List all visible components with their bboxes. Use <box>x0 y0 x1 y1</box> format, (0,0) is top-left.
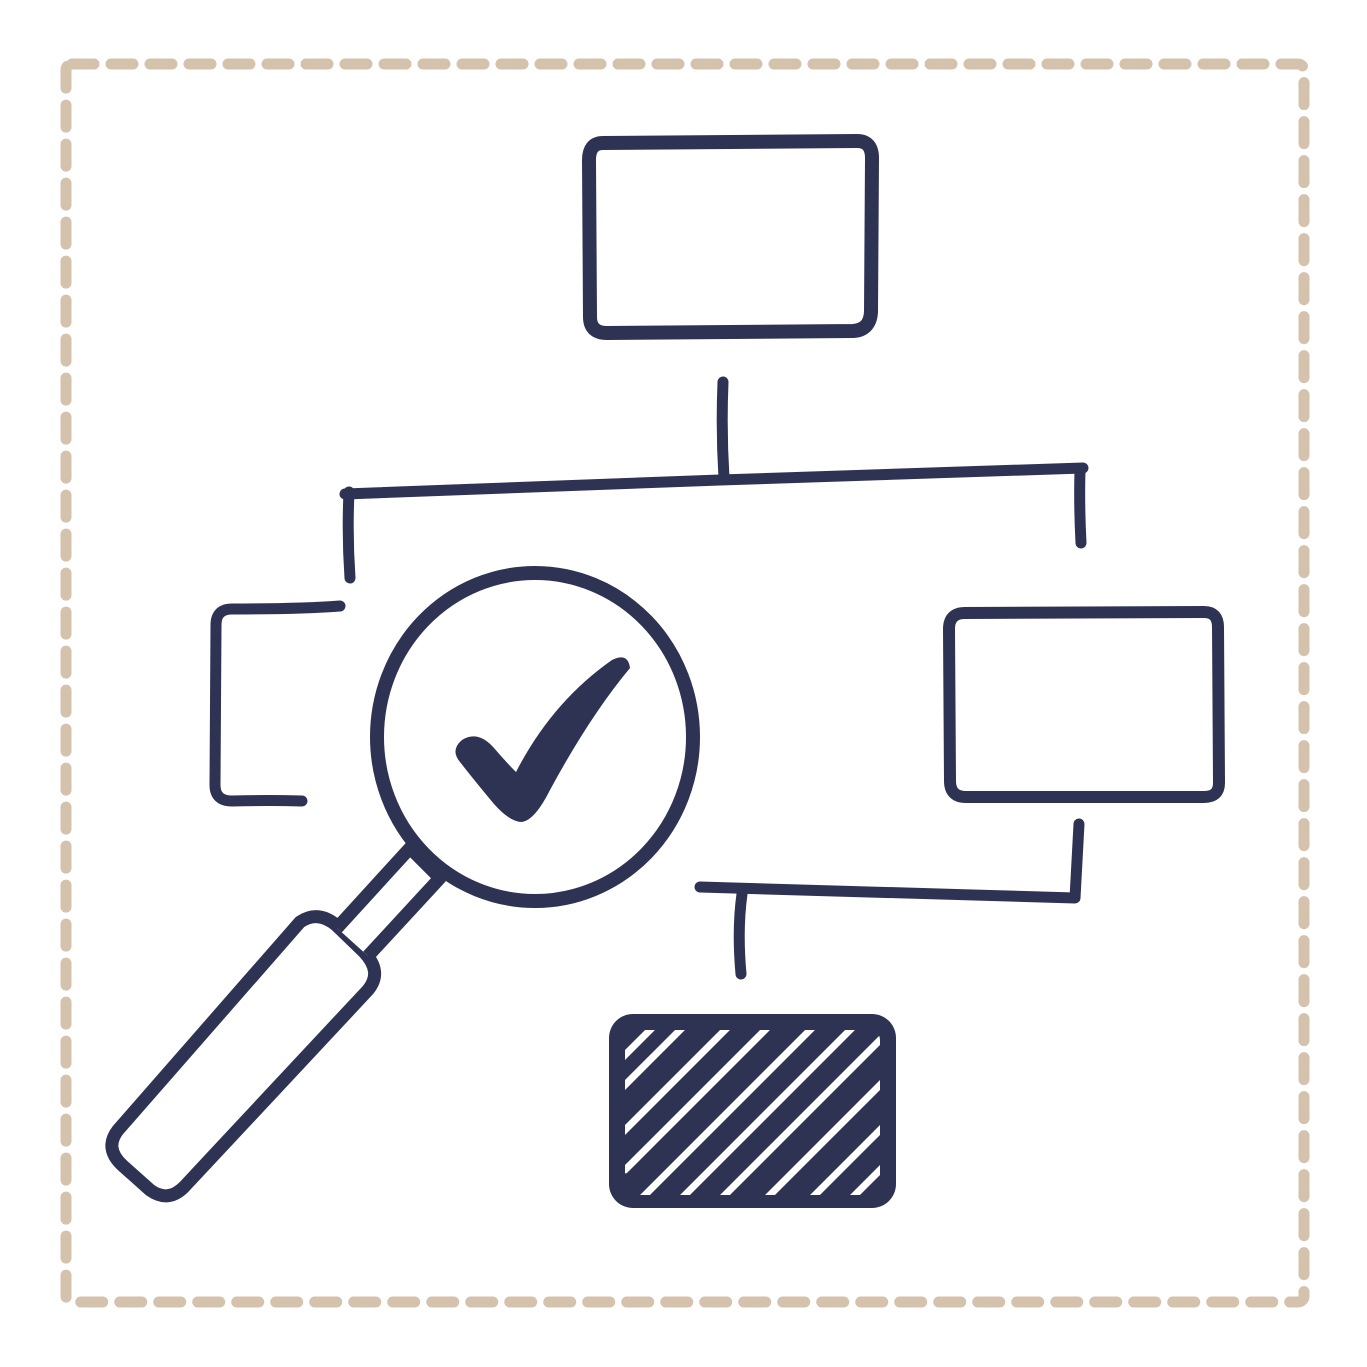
connector-top-stem <box>716 376 730 484</box>
flowchart-diagram <box>105 134 1225 1208</box>
flowchart-node-right <box>943 606 1225 803</box>
magnifying-glass-icon <box>105 566 700 1203</box>
flowchart-node-top <box>582 134 879 340</box>
connector-bottom-drop <box>733 888 748 980</box>
hatch-lines <box>625 1030 880 1195</box>
checkmark-icon <box>455 657 630 822</box>
dashed-frame <box>60 58 1310 1308</box>
magnifier-handle <box>105 910 381 1203</box>
connector-right-drop <box>1074 464 1087 549</box>
connector-branch-line <box>339 462 1089 500</box>
magnifier-neck <box>332 841 447 961</box>
flowchart-node-left <box>209 600 346 807</box>
magnifier-lens <box>370 566 700 908</box>
connector-left-drop <box>342 486 356 584</box>
connector-right-to-bottom <box>694 818 1085 904</box>
